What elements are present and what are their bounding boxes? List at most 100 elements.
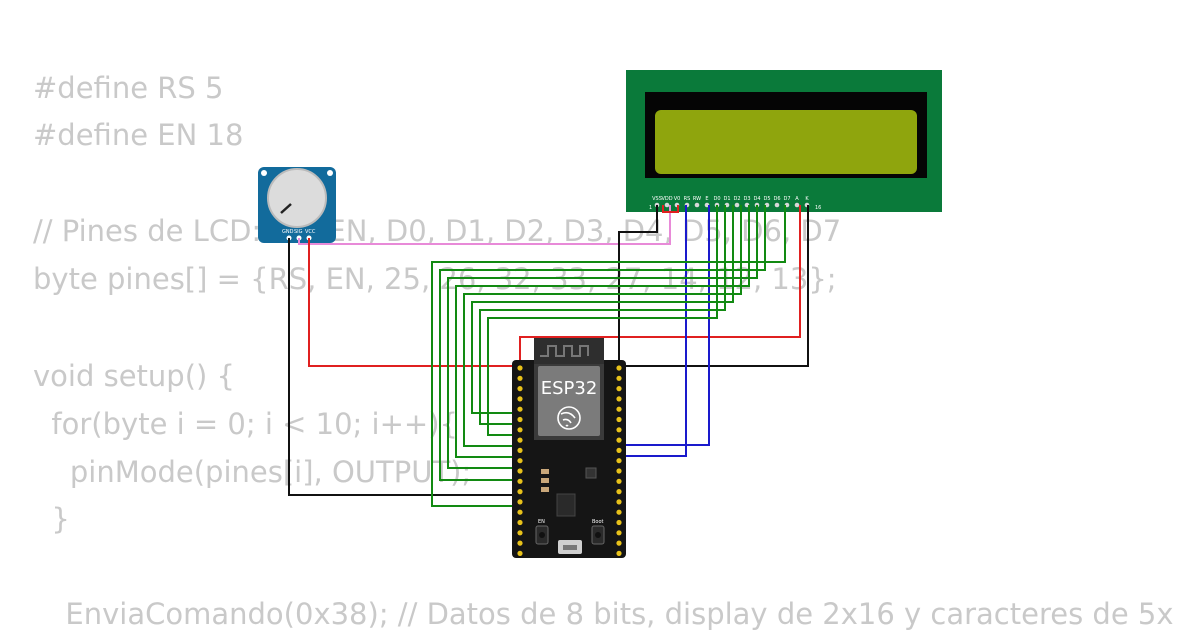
wire-lcd-vss[interactable] [618, 205, 658, 366]
esp32-pin-right-6[interactable] [616, 416, 622, 423]
lcd-pin-label-d6: D6 [773, 196, 780, 202]
wire-lcd-rs[interactable] [621, 205, 687, 457]
pot-pin-vcc-label: VCC [305, 229, 316, 235]
esp32-pin-right-2[interactable] [616, 375, 622, 381]
wire-pot-sig-to-v0[interactable] [298, 205, 671, 245]
wire-lcd-d6[interactable] [439, 205, 766, 481]
pot-knob[interactable] [267, 168, 327, 228]
lcd-pin-first-label: 1 [649, 205, 652, 211]
esp32-pin-left-12[interactable] [517, 478, 523, 484]
esp32-pin-right-18[interactable] [616, 540, 622, 546]
esp32-pin-right-17[interactable] [616, 530, 622, 536]
code-line-7: void setup() { [33, 359, 235, 393]
esp32-pin-left-16[interactable] [517, 519, 523, 526]
lcd-pin-label-d0: D0 [713, 196, 720, 202]
pot-pin-gnd-label: GND [282, 229, 294, 235]
lcd-pin-label-v0: V0 [674, 196, 681, 202]
esp32-pin-left-5[interactable] [517, 406, 523, 412]
wire-lcd-d0[interactable] [487, 205, 718, 436]
esp32-pin-right-19[interactable] [616, 550, 622, 557]
esp32-pin-right-7[interactable] [616, 427, 622, 433]
esp32-pin-right-10[interactable] [616, 458, 622, 464]
lcd-pin-label-d5: D5 [763, 196, 770, 202]
wire-lcd-d3[interactable] [463, 205, 742, 447]
pot-pin-sig-label: SIG [294, 229, 303, 235]
wire-lcd-k[interactable] [619, 205, 809, 367]
esp32-pin-right-1[interactable] [616, 365, 622, 371]
lcd-pin-label-vss: VSS [652, 196, 662, 202]
esp32-pin-left-8[interactable] [517, 437, 523, 443]
lcd-pin-label-k: K [805, 196, 809, 202]
esp32-pin-right-3[interactable] [616, 386, 622, 392]
esp32-pin-left-13[interactable] [517, 489, 523, 495]
lcd-pin-label-rw: RW [693, 196, 701, 202]
antenna-trace-icon [540, 345, 589, 357]
esp32-pin-left-14[interactable] [517, 499, 523, 505]
esp32-pin-right-11[interactable] [616, 468, 622, 474]
esp32-pin-headers [517, 365, 622, 557]
code-line-2: #define EN 18 [33, 118, 244, 152]
esp32-pin-right-16[interactable] [616, 519, 622, 526]
esp32-antenna [534, 338, 604, 364]
esp32-pin-right-9[interactable] [616, 447, 622, 453]
code-line-8: for(byte i = 0; i < 10; i++){ [33, 407, 458, 441]
wire-lcd-e[interactable] [621, 205, 710, 446]
esp32-pin-right-5[interactable] [616, 406, 622, 412]
code-line-10: } [33, 502, 70, 536]
esp32-pin-left-2[interactable] [517, 375, 523, 381]
en-label: EN [538, 519, 545, 525]
lcd-pin-d6[interactable] [774, 202, 780, 208]
lcd-pin-a[interactable] [794, 202, 800, 208]
wire-pot-gnd[interactable] [288, 238, 520, 496]
esp32-pin-right-8[interactable] [616, 437, 622, 443]
esp32-pin-left-9[interactable] [517, 447, 523, 453]
wire-lcd-d4[interactable] [455, 205, 750, 458]
code-line-1: #define RS 5 [33, 71, 224, 105]
esp32-pin-left-10[interactable] [517, 458, 523, 464]
esp32-pin-left-17[interactable] [517, 530, 523, 536]
lcd-screen [655, 110, 917, 174]
lcd-pin-last-label: 16 [815, 205, 821, 211]
pot-knob-indicator [280, 203, 292, 214]
esp32-pin-left-15[interactable] [517, 509, 523, 515]
wires [288, 205, 809, 507]
esp32-pin-left-7[interactable] [517, 427, 523, 433]
lcd-pin-vdd[interactable] [664, 202, 670, 208]
esp32-pin-right-13[interactable] [616, 489, 622, 495]
lcd-pin-label-d1: D1 [723, 196, 730, 202]
esp32-label: ESP32 [541, 378, 598, 399]
esp32-pin-right-14[interactable] [616, 499, 622, 505]
wire-lcd-d7[interactable] [431, 205, 786, 507]
esp32-pin-left-3[interactable] [517, 386, 523, 392]
esp32-pin-left-18[interactable] [517, 540, 523, 546]
lcd-pin-label-vdd: VDD [661, 196, 672, 202]
lcd-pin-label-d4: D4 [753, 196, 760, 202]
wire-lcd-d5[interactable] [447, 205, 758, 469]
esp32-pin-right-12[interactable] [616, 478, 622, 484]
wire-lcd-vdd[interactable] [662, 205, 679, 213]
lcd-pin-d2[interactable] [734, 202, 740, 208]
wire-lcd-anode[interactable] [519, 205, 801, 366]
esp32-pin-left-11[interactable] [517, 468, 523, 474]
code-line-12: EnviaComando(0x38); // Datos de 8 bits, … [47, 597, 1174, 631]
esp32-pin-left-6[interactable] [517, 416, 523, 423]
usb-uart-chip [556, 493, 576, 517]
esp32-pin-right-15[interactable] [616, 509, 622, 515]
lcd-pin-label-d3: D3 [743, 196, 750, 202]
lcd-pin-rw[interactable] [694, 202, 700, 208]
code-line-9: pinMode(pines[i], OUTPUT); [33, 455, 472, 489]
esp32-pin-left-4[interactable] [517, 396, 523, 402]
boot-label: Boot [592, 519, 604, 525]
wire-lcd-d1[interactable] [479, 205, 726, 425]
potentiometer[interactable]: GND SIG VCC [258, 167, 336, 243]
lcd-pin-label-a: A [795, 196, 799, 202]
lcd-pin-label-e: E [705, 196, 708, 202]
esp32-pin-left-19[interactable] [517, 550, 523, 557]
esp32-pin-right-4[interactable] [616, 396, 622, 402]
esp32-pin-left-1[interactable] [517, 365, 523, 371]
lcd-pin-label-d7: D7 [783, 196, 790, 202]
lcd-pin-label-rs: RS [684, 196, 691, 202]
esp32-board[interactable]: ESP32 EN Boot [512, 338, 626, 558]
